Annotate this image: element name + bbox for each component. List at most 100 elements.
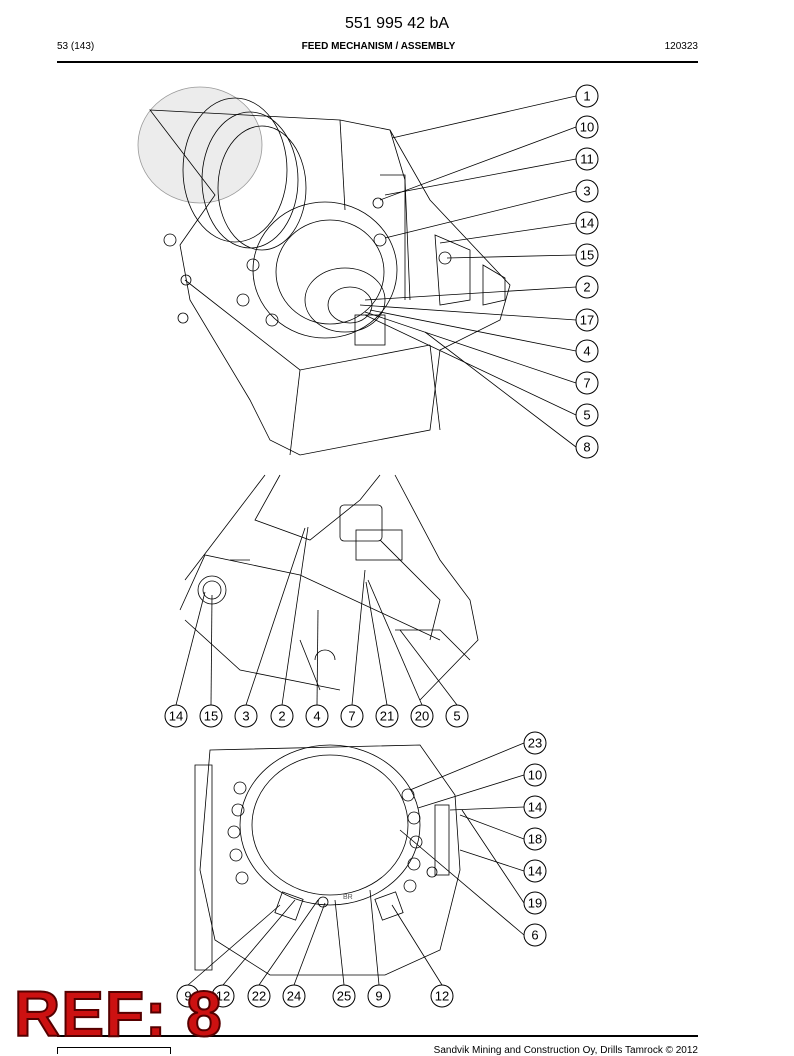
callout-1: 1 bbox=[575, 84, 599, 108]
callout-label: 5 bbox=[453, 709, 460, 724]
callout-9: 9 bbox=[367, 984, 391, 1008]
leader-line bbox=[222, 899, 296, 986]
callout-20: 20 bbox=[410, 704, 434, 728]
page-reference: 53 (143) bbox=[57, 41, 95, 52]
header-rule bbox=[57, 61, 698, 63]
top-assembly-view bbox=[137, 86, 511, 456]
leader-line bbox=[399, 629, 458, 706]
ref-label: REF: 8 bbox=[13, 978, 223, 1050]
callout-label: 22 bbox=[252, 989, 266, 1004]
leader-line bbox=[364, 314, 577, 416]
footer-rule bbox=[57, 1035, 698, 1037]
leader-line bbox=[281, 526, 309, 706]
callout-label: 7 bbox=[348, 709, 355, 724]
callout-label: 9 bbox=[184, 989, 191, 1004]
callout-label: 4 bbox=[583, 344, 590, 359]
callout-label: 11 bbox=[580, 152, 594, 167]
callout-label: 2 bbox=[278, 709, 285, 724]
leader-line bbox=[399, 829, 525, 936]
sandvik-logo-strip bbox=[57, 1047, 171, 1054]
leader-line bbox=[175, 591, 206, 706]
leader-line bbox=[367, 579, 423, 706]
callout-7: 7 bbox=[340, 704, 364, 728]
document-number: 551 995 42 bA bbox=[344, 15, 450, 32]
section-title: FEED MECHANISM / ASSEMBLY bbox=[301, 41, 456, 52]
leader-line bbox=[459, 849, 525, 872]
callout-label: 5 bbox=[583, 408, 590, 423]
leader-line bbox=[245, 527, 306, 706]
callout-14: 14 bbox=[523, 859, 547, 883]
callout-label: 3 bbox=[242, 709, 249, 724]
callout-4: 4 bbox=[575, 339, 599, 363]
leader-line bbox=[459, 814, 525, 840]
leader-line bbox=[293, 902, 326, 986]
callout-22: 22 bbox=[247, 984, 271, 1008]
callout-label: 14 bbox=[528, 864, 542, 879]
leader-line bbox=[258, 899, 319, 986]
callout-label: 25 bbox=[337, 989, 351, 1004]
callout-25: 25 bbox=[332, 984, 356, 1008]
callout-label: 23 bbox=[528, 736, 542, 751]
callout-label: 2 bbox=[583, 280, 590, 295]
leader-line bbox=[369, 309, 577, 352]
callout-label: 1 bbox=[583, 89, 590, 104]
leader-line bbox=[439, 222, 577, 244]
callout-3: 3 bbox=[575, 179, 599, 203]
leader-line bbox=[364, 311, 577, 384]
callout-19: 19 bbox=[523, 891, 547, 915]
leader-line bbox=[210, 594, 213, 706]
callout-label: 10 bbox=[528, 768, 542, 783]
callout-14: 14 bbox=[164, 704, 188, 728]
callout-label: 15 bbox=[580, 248, 594, 263]
callout-14: 14 bbox=[523, 795, 547, 819]
callout-label: 12 bbox=[435, 989, 449, 1004]
middle-detail-view bbox=[179, 474, 479, 701]
callout-label: 9 bbox=[375, 989, 382, 1004]
leader-line bbox=[316, 609, 319, 706]
callout-6: 6 bbox=[523, 923, 547, 947]
leader-line bbox=[384, 158, 577, 196]
callout-11: 11 bbox=[575, 147, 599, 171]
leader-line bbox=[359, 304, 577, 321]
leader-line bbox=[334, 899, 345, 986]
callout-label: 14 bbox=[169, 709, 183, 724]
callout-7: 7 bbox=[575, 371, 599, 395]
callout-15: 15 bbox=[199, 704, 223, 728]
callout-21: 21 bbox=[375, 704, 399, 728]
leader-lines bbox=[175, 95, 577, 986]
leader-line bbox=[461, 809, 525, 904]
callout-label: 7 bbox=[583, 376, 590, 391]
callout-label: 12 bbox=[216, 989, 230, 1004]
callout-label: 24 bbox=[287, 989, 301, 1004]
callout-12: 12 bbox=[211, 984, 235, 1008]
leader-line bbox=[187, 904, 281, 986]
callout-12: 12 bbox=[430, 984, 454, 1008]
leader-line bbox=[391, 95, 577, 139]
callout-3: 3 bbox=[234, 704, 258, 728]
callout-label: 3 bbox=[583, 184, 590, 199]
callout-24: 24 bbox=[282, 984, 306, 1008]
leader-line bbox=[417, 774, 525, 809]
leader-line bbox=[409, 742, 525, 791]
callout-2: 2 bbox=[575, 275, 599, 299]
callout-9: 9 bbox=[176, 984, 200, 1008]
callout-label: 20 bbox=[415, 709, 429, 724]
callout-label: 17 bbox=[580, 313, 594, 328]
leader-line bbox=[364, 286, 577, 301]
leader-line bbox=[379, 126, 577, 201]
callout-10: 10 bbox=[575, 115, 599, 139]
callout-5: 5 bbox=[445, 704, 469, 728]
leader-line bbox=[369, 889, 380, 986]
callout-label: 6 bbox=[531, 928, 538, 943]
leader-line bbox=[424, 331, 577, 448]
callout-2: 2 bbox=[270, 704, 294, 728]
leader-line bbox=[446, 254, 577, 259]
footer-copyright: Sandvik Mining and Construction Oy, Dril… bbox=[433, 1045, 698, 1056]
callout-label: 14 bbox=[528, 800, 542, 815]
bottom-flange-view bbox=[194, 744, 461, 976]
callout-label: 14 bbox=[580, 216, 594, 231]
callout-8: 8 bbox=[575, 435, 599, 459]
leader-line bbox=[365, 581, 388, 706]
